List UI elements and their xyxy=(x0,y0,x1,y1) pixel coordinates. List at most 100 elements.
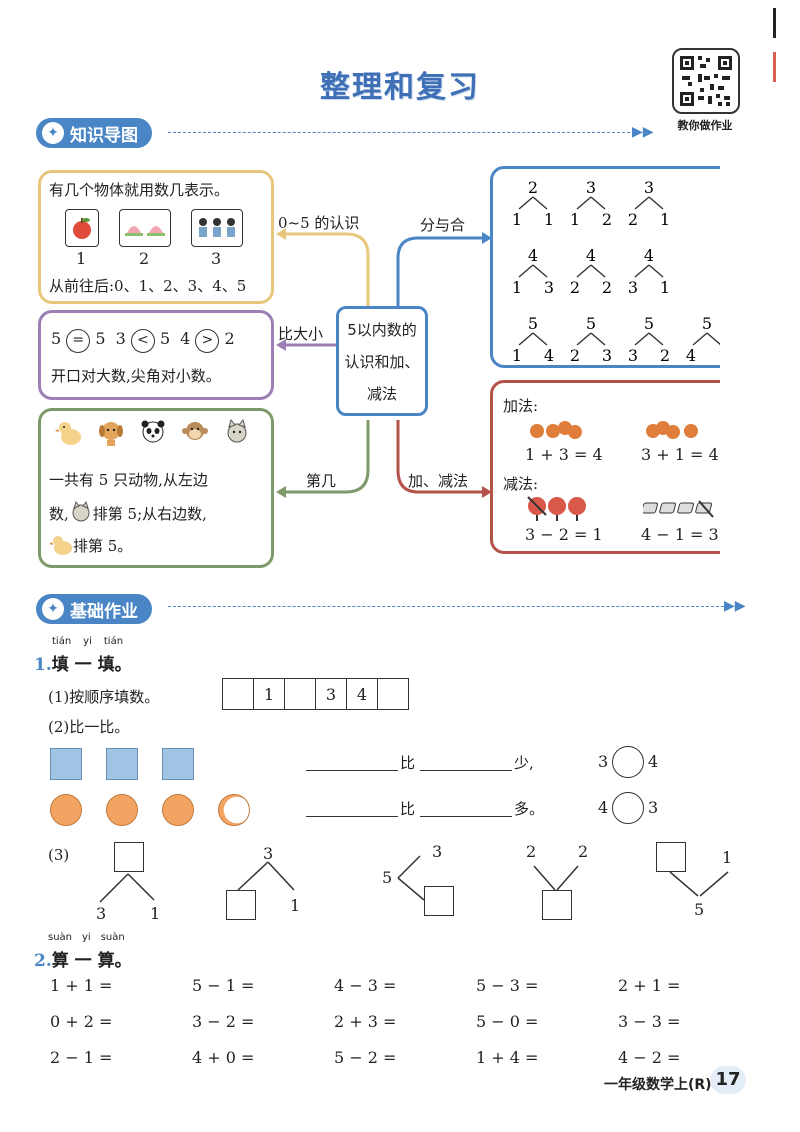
branch-label-compare: 比大小 xyxy=(278,325,324,343)
box-ordinal: 一共有 5 只动物,从左边 数, 排第 5;从右边数, 排第 5。 xyxy=(38,408,274,568)
blue-square xyxy=(106,748,138,780)
q1-part1: (1)按顺序填数。 xyxy=(48,688,160,706)
calc-problem[interactable]: 5 − 0 = xyxy=(476,1012,539,1031)
section-badge-basic: ✦ 基础作业 xyxy=(36,594,152,624)
tree-answer-box[interactable] xyxy=(226,890,256,920)
split-top: 2 xyxy=(528,178,538,197)
seq-cell[interactable] xyxy=(378,678,409,710)
blue-square xyxy=(50,748,82,780)
tree-answer-box[interactable] xyxy=(424,886,454,916)
center-line-2: 认识和加、 xyxy=(344,352,420,371)
tree-answer-box[interactable] xyxy=(656,842,686,872)
seq-cell[interactable]: 1 xyxy=(254,678,285,710)
section-title: 基础作业 xyxy=(70,601,138,622)
split-left: 2 xyxy=(570,278,580,297)
calc-problem[interactable]: 3 − 2 = xyxy=(192,1012,255,1031)
compare-circle[interactable] xyxy=(612,746,644,778)
split-right: 1 xyxy=(660,210,670,229)
calc-problem[interactable]: 5 − 3 = xyxy=(476,976,539,995)
qr-code[interactable] xyxy=(672,48,740,114)
compare-circle[interactable] xyxy=(612,792,644,824)
answer-blank[interactable] xyxy=(306,770,398,771)
box3-line2: 数, 排第 5;从右边数, xyxy=(49,501,207,525)
dog-icon xyxy=(99,422,123,446)
seq-cell[interactable] xyxy=(222,678,254,710)
box-recognize: 有几个物体就用数几表示。 1 2 3 从前往后:0、1、2、3、4、5 xyxy=(38,170,274,304)
split-right: 2 xyxy=(602,210,612,229)
tree2-top: 3 xyxy=(263,844,274,863)
q1-part3: (3) xyxy=(48,846,70,864)
cat-icon xyxy=(227,419,247,443)
q1-part2: (2)比一比。 xyxy=(48,718,130,736)
answer-blank[interactable] xyxy=(420,816,512,817)
orange-circle xyxy=(218,794,250,826)
box-addsub-clip: 加法: 1 + 3 = 4 3 + 1 = 4 减法: 3 − 2 = 1 4 … xyxy=(490,380,720,554)
answer-blank[interactable] xyxy=(306,816,398,817)
edge-mark-red xyxy=(773,52,776,82)
sub-label: 减法: xyxy=(503,475,539,493)
calc-problem[interactable]: 4 − 2 = xyxy=(618,1048,681,1067)
tree3-left: 5 xyxy=(382,868,393,887)
orange-icon xyxy=(646,421,698,439)
split-left: 1 xyxy=(570,210,580,229)
split-right: 4 xyxy=(544,346,554,365)
sub-eq-2: 4 − 1 = 3 xyxy=(641,525,719,544)
calc-problem[interactable]: 2 + 3 = xyxy=(334,1012,397,1031)
box1-num-2: 2 xyxy=(139,249,150,268)
page-title: 整理和复习 xyxy=(320,70,480,105)
calc-problem[interactable]: 4 − 3 = xyxy=(334,976,397,995)
calc-problem[interactable]: 2 + 1 = xyxy=(618,976,681,995)
cmp2-right: 3 xyxy=(648,798,659,817)
calc-problem[interactable]: 5 − 1 = xyxy=(192,976,255,995)
animal-row xyxy=(55,419,251,447)
split-right: 3 xyxy=(544,278,554,297)
compare-item: 5 = 5 xyxy=(51,329,106,353)
edge-mark xyxy=(773,8,776,38)
seq-cell[interactable]: 4 xyxy=(347,678,378,710)
compare-word-bi: 比 xyxy=(400,800,416,818)
calc-problem[interactable]: 4 + 0 = xyxy=(192,1048,255,1067)
orange-circle xyxy=(50,794,82,826)
split-top: 5 xyxy=(586,314,596,333)
apple-icon xyxy=(65,209,99,247)
tree-answer-box[interactable] xyxy=(542,890,572,920)
orange-circle xyxy=(162,794,194,826)
section-title: 知识导图 xyxy=(70,125,138,146)
fan-icon xyxy=(527,496,586,521)
seq-cell[interactable]: 3 xyxy=(316,678,347,710)
answer-blank[interactable] xyxy=(420,770,512,771)
calc-problem[interactable]: 2 − 1 = xyxy=(50,1048,113,1067)
calc-problem[interactable]: 5 − 2 = xyxy=(334,1048,397,1067)
calc-problem[interactable]: 3 − 3 = xyxy=(618,1012,681,1031)
duck-icon xyxy=(55,422,81,445)
blue-square-row xyxy=(50,748,194,780)
calc-problem[interactable]: 1 + 1 = xyxy=(50,976,113,995)
calc-problem[interactable]: 0 + 2 = xyxy=(50,1012,113,1031)
mind-map-lines xyxy=(276,228,492,498)
seq-cell[interactable] xyxy=(285,678,316,710)
lotus-icon xyxy=(119,209,171,247)
split-left: 3 xyxy=(628,278,638,297)
tree2-right: 1 xyxy=(290,896,301,915)
split-top: 5 xyxy=(702,314,712,333)
split-right: 1 xyxy=(660,278,670,297)
split-left: 4 xyxy=(686,346,696,365)
center-line-1: 5以内数的 xyxy=(347,320,417,339)
tree-answer-box[interactable] xyxy=(114,842,144,872)
box1-num-1: 1 xyxy=(76,249,87,268)
cat-icon xyxy=(72,501,90,522)
cmp1-left: 3 xyxy=(598,752,609,771)
calc-problem[interactable]: 1 + 4 = xyxy=(476,1048,539,1067)
arrow-icon: ▶▶ xyxy=(724,598,746,614)
section-badge-map: ✦ 知识导图 xyxy=(36,118,152,148)
sub-eq-1: 3 − 2 = 1 xyxy=(525,525,603,544)
center-node: 5以内数的 认识和加、 减法 xyxy=(336,306,428,416)
split-top: 4 xyxy=(586,246,596,265)
